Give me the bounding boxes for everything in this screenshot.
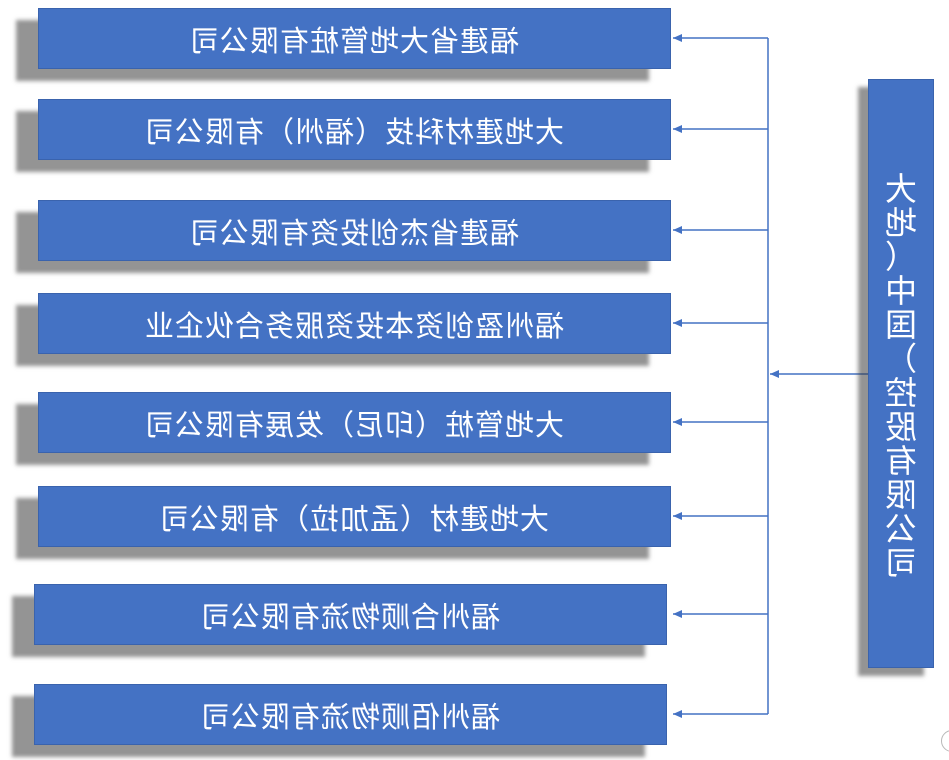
subsidiary-label-1: 福建省大地管桩有限公司 bbox=[189, 23, 520, 58]
subsidiary-box-7: 福州合顺物流有限公司 bbox=[34, 584, 667, 645]
subsidiary-box-8: 福州佰顺物流有限公司 bbox=[34, 684, 667, 745]
subsidiary-label-7: 福州合顺物流有限公司 bbox=[200, 599, 501, 634]
parent-label-char: ） bbox=[884, 340, 918, 378]
subsidiary-box-1: 福建省大地管桩有限公司 bbox=[38, 8, 671, 69]
parent-label-char: 大 bbox=[884, 170, 918, 208]
subsidiary-label-3: 福建省杰创投资有限公司 bbox=[189, 215, 520, 250]
parent-label-char: 限 bbox=[884, 476, 918, 514]
parent-company-label: 大地（中国）控股有限公司 bbox=[884, 170, 918, 582]
subsidiary-label-6: 大地建材（孟加拉）有限公司 bbox=[159, 501, 550, 536]
subsidiary-box-2: 大地建材科技（福州）有限公司 bbox=[38, 99, 671, 160]
subsidiary-box-4: 福州盈创资本投资服务合伙企业 bbox=[38, 293, 671, 354]
parent-label-char: 司 bbox=[884, 544, 918, 582]
subsidiary-label-2: 大地建材科技（福州）有限公司 bbox=[144, 114, 565, 149]
parent-label-char: 中 bbox=[884, 272, 918, 310]
parent-label-char: 国 bbox=[884, 306, 918, 344]
subsidiary-box-3: 福建省杰创投资有限公司 bbox=[38, 200, 671, 261]
parent-company-box: 大地（中国）控股有限公司 bbox=[868, 79, 934, 668]
parent-label-char: （ bbox=[884, 238, 918, 276]
parent-label-char: 股 bbox=[884, 408, 918, 446]
subsidiary-label-8: 福州佰顺物流有限公司 bbox=[200, 699, 501, 734]
subsidiary-label-5: 大地管桩（印尼）发展有限公司 bbox=[144, 407, 565, 442]
subsidiary-box-5: 大地管桩（印尼）发展有限公司 bbox=[38, 392, 671, 453]
subsidiary-label-4: 福州盈创资本投资服务合伙企业 bbox=[144, 308, 565, 343]
parent-label-char: 控 bbox=[884, 374, 918, 412]
parent-label-char: 地 bbox=[884, 204, 918, 242]
parent-label-char: 公 bbox=[884, 510, 918, 548]
subsidiary-box-6: 大地建材（孟加拉）有限公司 bbox=[38, 486, 671, 547]
parent-label-char: 有 bbox=[884, 442, 918, 480]
